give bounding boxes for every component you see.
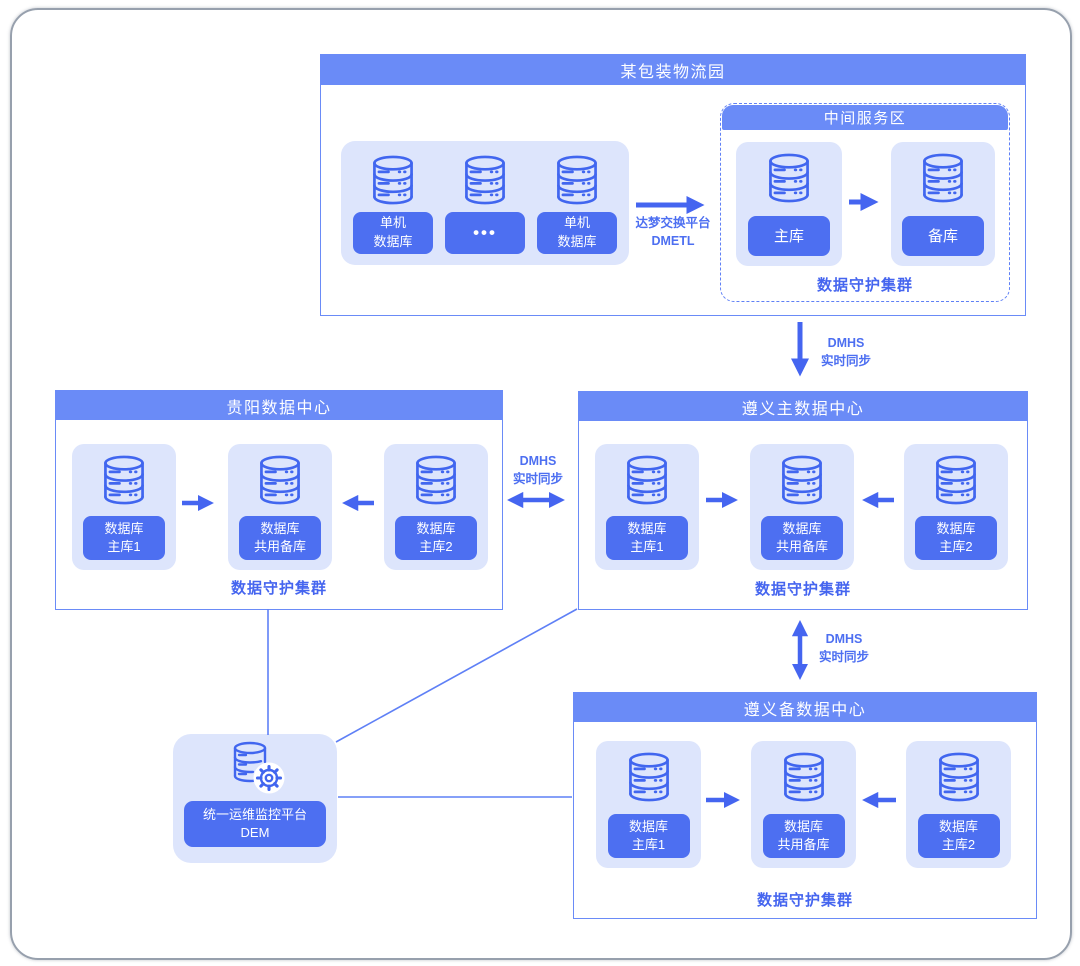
database-icon (97, 453, 151, 507)
chip-line: 数据库 (373, 233, 413, 249)
database-icon (762, 151, 816, 205)
chip-line: 数据库 (260, 520, 300, 536)
database-icon (253, 453, 307, 507)
connector-zunyimain-dem (335, 608, 578, 743)
standby-db-card: 备库 (891, 142, 995, 266)
dmhs-sync-label-top: DMHS 实时同步 (815, 334, 877, 370)
chip-line: 主库2 (419, 539, 453, 554)
chip-line: 数据库 (416, 520, 456, 536)
standalone-db-label: 单机 数据库 (537, 211, 617, 254)
chip-line: 数据库 (938, 818, 978, 834)
db-label: 数据库 共用备库 (761, 516, 843, 560)
chip-line: 数据库 (557, 233, 597, 249)
sync-label-line: 实时同步 (820, 354, 871, 369)
dmhs-sync-label-mid: DMHS 实时同步 (503, 452, 573, 488)
dem-platform-card: 统一运维监控平台 DEM (173, 734, 337, 863)
standalone-db-2: 单机 数据库 (537, 153, 617, 254)
db-label: 数据库 共用备库 (239, 516, 321, 560)
chip-line: 数据库 (627, 520, 667, 536)
chip-line: DEM (240, 825, 270, 840)
chip-line: 数据库 (628, 818, 668, 834)
cluster-label: 数据守护集群 (756, 892, 853, 909)
chip-line: 主库1 (107, 539, 141, 554)
chip-line: 数据库 (783, 818, 823, 834)
database-icon (929, 453, 983, 507)
middle-service-zone-title: 中间服务区 (722, 105, 1008, 130)
db-card-shared-standby: 数据库 共用备库 (751, 741, 856, 868)
etl-label-line: 达梦交换平台 (635, 216, 711, 230)
db-card-primary2: 数据库 主库2 (904, 444, 1008, 570)
chip-line: 单机 (379, 215, 406, 231)
sync-label-line: DMHS (519, 454, 557, 468)
ellipsis-label: ••• (445, 211, 525, 254)
standby-db-label: 备库 (902, 216, 984, 256)
chip-line: 共用备库 (253, 539, 306, 554)
db-label: 数据库 主库2 (915, 516, 997, 560)
chip-line: 数据库 (782, 520, 822, 536)
primary-db-card: 主库 (736, 142, 842, 266)
db-label: 数据库 主库1 (607, 814, 690, 858)
cluster-label: 数据守护集群 (754, 581, 851, 598)
chip-line: 主库2 (939, 539, 973, 554)
db-card-primary1: 数据库 主库1 (596, 741, 701, 868)
etl-label-line: DMETL (651, 234, 695, 249)
database-icon (622, 750, 676, 804)
chip-line: 数据库 (104, 520, 144, 536)
cluster-label: 数据守护集群 (230, 580, 327, 597)
database-icon (550, 153, 604, 207)
database-icon (620, 453, 674, 507)
zunyi-main-datacenter-box: 遵义主数据中心 数据库 主库1 数据库 共用备库 数据库 主库2 数据守护集群 (578, 391, 1028, 610)
dmhs-sync-label-bottom: DMHS 实时同步 (813, 630, 875, 666)
etl-platform-label: 达梦交换平台 DMETL (628, 214, 718, 250)
chip-line: 主库1 (630, 539, 664, 554)
db-card-shared-standby: 数据库 共用备库 (228, 444, 332, 570)
database-icon (366, 153, 420, 207)
sync-label-line: DMHS (825, 632, 863, 646)
sync-label-line: 实时同步 (512, 472, 563, 487)
database-icon (458, 153, 512, 207)
zunyi-main-title: 遵义主数据中心 (579, 392, 1027, 421)
db-card-primary2: 数据库 主库2 (384, 444, 488, 570)
sync-label-line: DMHS (827, 336, 865, 350)
zunyi-backup-datacenter-box: 遵义备数据中心 数据库 主库1 数据库 共用备库 数据库 主库2 数据守护集群 (573, 692, 1037, 919)
standalone-db-1: 单机 数据库 (353, 153, 433, 254)
standalone-db-ellipsis: ••• (445, 153, 525, 254)
chip-line: 统一运维监控平台 (202, 806, 307, 822)
guiyang-title: 贵阳数据中心 (56, 391, 502, 420)
chip-line: 主库2 (941, 837, 976, 852)
db-label: 数据库 主库1 (606, 516, 688, 560)
chip-line: 数据库 (936, 520, 976, 536)
park-title: 某包装物流园 (321, 55, 1025, 85)
middle-service-zone: 中间服务区 主库 备库 数据守护集群 (720, 103, 1010, 302)
db-label: 数据库 主库1 (83, 516, 165, 560)
db-label: 数据库 主库2 (917, 814, 1000, 858)
chip-line: 共用备库 (777, 837, 830, 852)
db-label: 数据库 共用备库 (762, 814, 845, 858)
chip-line: 单机 (563, 215, 590, 231)
database-icon (777, 750, 831, 804)
cluster-label: 数据守护集群 (816, 277, 913, 294)
park-box: 某包装物流园 单机 数据库 ••• 单机 数据库 (320, 54, 1026, 316)
zunyi-backup-title: 遵义备数据中心 (574, 693, 1036, 722)
guiyang-datacenter-box: 贵阳数据中心 数据库 主库1 数据库 共用备库 数据库 主库2 数据守护集群 (55, 390, 503, 610)
db-card-shared-standby: 数据库 共用备库 (750, 444, 854, 570)
sync-label-line: 实时同步 (818, 650, 869, 665)
database-icon (932, 750, 986, 804)
db-card-primary1: 数据库 主库1 (595, 444, 699, 570)
dem-label: 统一运维监控平台 DEM (184, 801, 326, 847)
chip-line: 主库1 (631, 837, 666, 852)
chip-line: 共用备库 (775, 539, 828, 554)
db-card-primary1: 数据库 主库1 (72, 444, 176, 570)
database-icon (916, 151, 970, 205)
database-gear-icon (223, 740, 287, 798)
db-label: 数据库 主库2 (395, 516, 477, 560)
db-card-primary2: 数据库 主库2 (906, 741, 1011, 868)
database-icon (409, 453, 463, 507)
ellipsis-dots: ••• (473, 222, 497, 242)
standalone-db-group: 单机 数据库 ••• 单机 数据库 (341, 141, 629, 265)
database-icon (775, 453, 829, 507)
primary-db-label: 主库 (748, 216, 830, 256)
standalone-db-label: 单机 数据库 (353, 211, 433, 254)
